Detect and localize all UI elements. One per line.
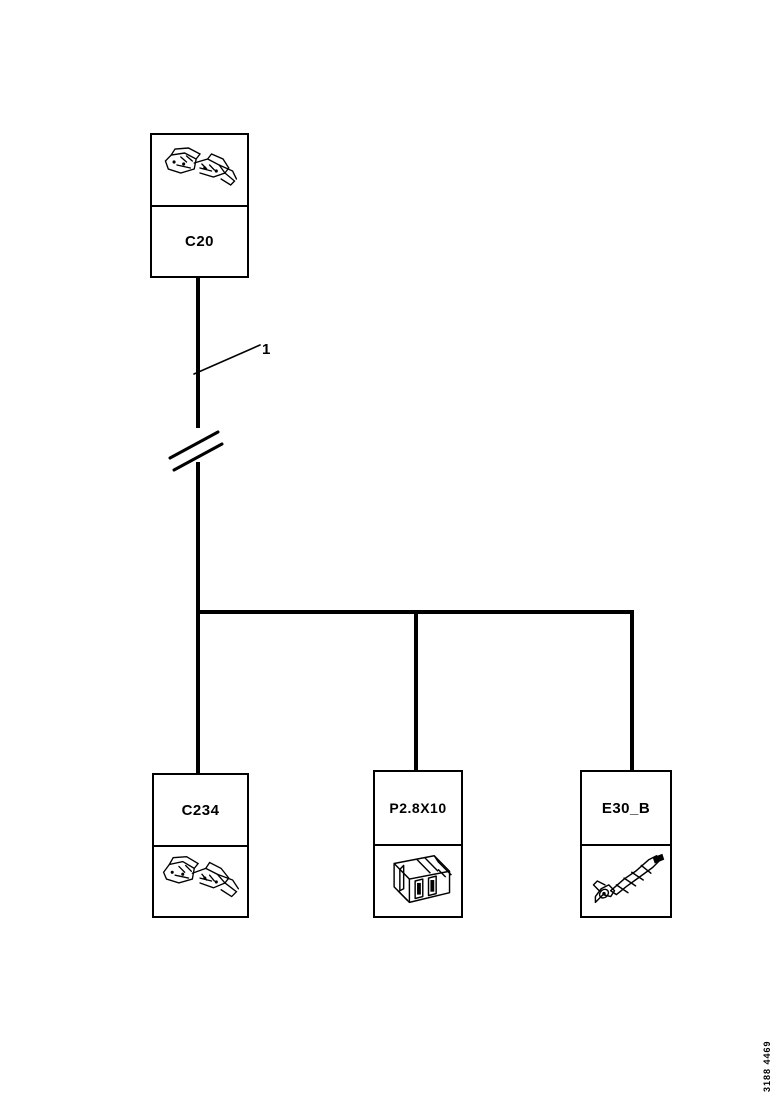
wire-drop-right	[630, 610, 634, 770]
connector-art-cell	[582, 844, 670, 916]
connector-label-branch-right: E30_B	[601, 799, 651, 817]
wire-trunk-lower	[196, 462, 200, 614]
wire-drop-left	[196, 610, 200, 773]
sheet-code: 3188 4469	[762, 1040, 772, 1092]
wire-drop-middle	[414, 610, 418, 770]
connector-node-branch-right[interactable]: E30_B	[580, 770, 672, 918]
connector-art-cell	[154, 845, 247, 916]
connector-node-branch-middle[interactable]: P2.8X10	[373, 770, 463, 918]
connector-art-cell	[152, 135, 247, 205]
callout-leader-line	[193, 344, 261, 375]
connector-node-source[interactable]: C20	[150, 133, 249, 278]
callout-number-1: 1	[262, 341, 271, 358]
block-connector-pictogram	[393, 854, 452, 904]
wire-trunk-upper	[196, 278, 200, 428]
connector-label-source: C20	[184, 233, 215, 250]
connector-label-cell: C234	[154, 775, 247, 845]
connector-label-cell: C20	[152, 205, 247, 276]
wire-break-symbol	[168, 430, 224, 472]
connector-label-branch-left: C234	[181, 801, 220, 819]
inline-connector-pictogram	[164, 147, 238, 186]
connector-label-branch-middle: P2.8X10	[389, 800, 447, 816]
eyelet-terminal-pictogram	[592, 853, 665, 904]
inline-connector-pictogram	[162, 856, 240, 898]
connector-art-cell	[375, 844, 461, 916]
connector-label-cell: P2.8X10	[375, 772, 461, 844]
connector-label-cell: E30_B	[582, 772, 670, 844]
connector-node-branch-left[interactable]: C234	[152, 773, 249, 918]
